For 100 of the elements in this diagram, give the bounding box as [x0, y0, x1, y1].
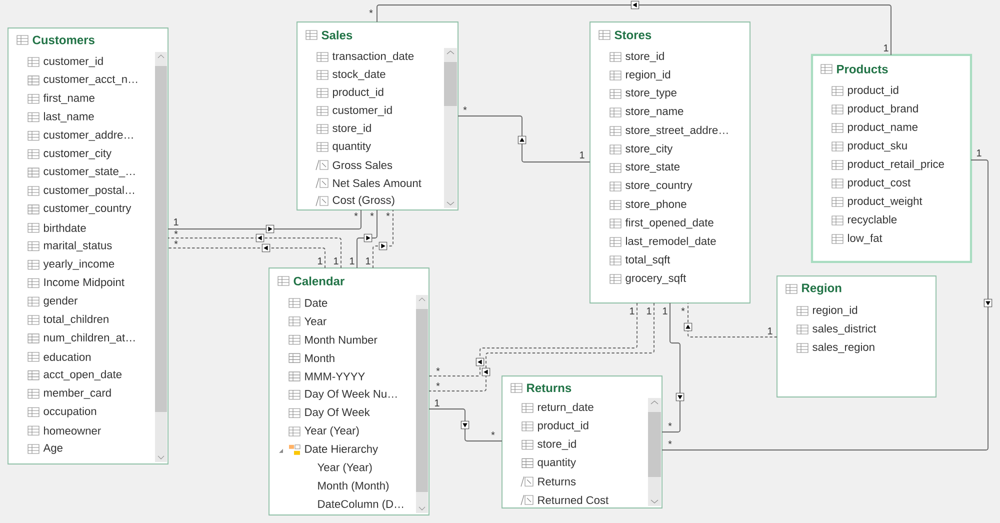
table-title: Returns — [527, 384, 572, 392]
field-name: store_id — [332, 124, 371, 134]
field-name: first_opened_date — [625, 218, 714, 229]
field-name: customer_country — [44, 204, 132, 214]
cardinality-label: * — [436, 368, 440, 372]
relationship-line — [372, 210, 394, 268]
field-name: Net Sales Amount — [333, 178, 422, 188]
relationship-line — [168, 234, 342, 268]
field-name: Cost (Gross) — [332, 196, 394, 206]
cardinality-label: 1 — [976, 150, 982, 156]
field-name: store_name — [626, 108, 684, 118]
cardinality-label: * — [668, 422, 672, 426]
field-name: Age — [43, 444, 62, 454]
field-name: acct_open_date — [44, 370, 122, 380]
field-name: product_id — [538, 421, 588, 432]
cardinality-label: 1 — [350, 258, 354, 264]
cardinality-label: * — [463, 106, 467, 110]
field-name: Year (Year) — [318, 463, 372, 474]
field-name: occupation — [44, 407, 96, 418]
table-title: Products — [837, 64, 888, 74]
field-name: store_id — [626, 52, 664, 62]
cardinality-label: * — [436, 382, 440, 386]
field-name: region_id — [813, 306, 858, 316]
relationship-line — [458, 116, 590, 162]
field-name: product_id — [848, 86, 898, 96]
field-name: first_name — [43, 94, 94, 104]
field-name: education — [44, 352, 91, 361]
table-title: Calendar — [294, 276, 344, 286]
field-name: total_sqft — [625, 255, 670, 266]
field-name: store_street_addre… — [626, 126, 728, 136]
field-name: Date — [305, 299, 328, 307]
field-name: grocery_sqft — [626, 274, 686, 284]
cardinality-label: 1 — [174, 218, 178, 226]
cardinality-label: 1 — [434, 400, 440, 406]
field-name: gender — [44, 296, 78, 307]
cardinality-label: 1 — [580, 152, 584, 158]
field-name: low_fat — [848, 234, 882, 244]
field-name: product_weight — [848, 196, 922, 208]
field-name: store_type — [626, 89, 676, 99]
field-name: product_cost — [848, 178, 911, 189]
relationship-line — [376, 0, 892, 56]
field-name: Returned Cost — [538, 496, 609, 504]
field-name: region_id — [626, 70, 670, 81]
cardinality-label: 1 — [334, 258, 338, 264]
field-name: member_card — [44, 388, 111, 399]
field-name: customer_id — [44, 56, 103, 68]
field-name: transaction_date — [332, 52, 414, 62]
relationship-line — [662, 302, 684, 432]
cardinality-label: * — [174, 240, 178, 244]
field-name: DateColumn (D… — [318, 500, 404, 510]
table-title: Region — [802, 283, 842, 295]
field-name: total_children — [43, 314, 108, 326]
field-name: recyclable — [848, 215, 897, 226]
field-name: Date Hierarchy — [305, 444, 378, 456]
cardinality-label: * — [370, 212, 374, 216]
cardinality-label: * — [668, 440, 672, 444]
field-name: quantity — [538, 458, 576, 468]
cardinality-label: * — [354, 212, 358, 216]
field-name: last_remodel_date — [626, 236, 716, 248]
relationship-line — [168, 244, 326, 268]
field-name: product_retail_price — [848, 160, 944, 170]
field-name: customer_city — [44, 149, 112, 160]
field-name: sales_district — [812, 324, 876, 335]
cardinality-label: 1 — [318, 258, 322, 264]
field-name: customer_addre… — [44, 130, 133, 141]
field-name: last_name — [44, 112, 94, 122]
relationship-line — [428, 302, 638, 376]
field-name: product_name — [848, 122, 918, 134]
cardinality-label: * — [174, 230, 178, 234]
field-name: MMM-YYYY — [305, 372, 365, 380]
cardinality-label: * — [369, 10, 373, 14]
field-name: marital_status — [44, 241, 112, 252]
field-name: product_id — [332, 88, 384, 98]
cardinality-label: * — [491, 432, 495, 436]
field-name: Year — [304, 318, 326, 326]
table-title: Sales — [322, 30, 352, 40]
field-name: return_date — [538, 402, 594, 414]
field-name: quantity — [332, 142, 371, 152]
field-name: Income Midpoint — [44, 278, 124, 288]
field-name: yearly_income — [43, 260, 114, 270]
field-name: Year (Year) — [304, 426, 359, 437]
relationship-line — [356, 210, 378, 268]
field-name: Month Number — [305, 336, 378, 344]
field-name: Day Of Week Nu… — [305, 390, 397, 400]
cardinality-label: 1 — [630, 308, 634, 314]
cardinality-label: 1 — [768, 328, 772, 334]
field-name: customer_postal… — [44, 186, 134, 196]
field-name: customer_state_… — [44, 168, 135, 178]
field-name: customer_acct_n… — [44, 76, 138, 86]
field-name: customer_id — [332, 106, 392, 116]
field-name: birthdate — [44, 224, 86, 232]
field-name: store_state — [626, 163, 680, 173]
field-name: homeowner — [44, 426, 101, 435]
relationship-line — [428, 302, 654, 392]
relationship-line — [684, 302, 778, 338]
field-name: store_country — [626, 182, 692, 192]
field-name: num_children_at… — [44, 333, 135, 344]
field-name: Month — [305, 354, 334, 362]
field-name: product_brand — [848, 104, 918, 115]
field-name: store_city — [626, 144, 673, 155]
